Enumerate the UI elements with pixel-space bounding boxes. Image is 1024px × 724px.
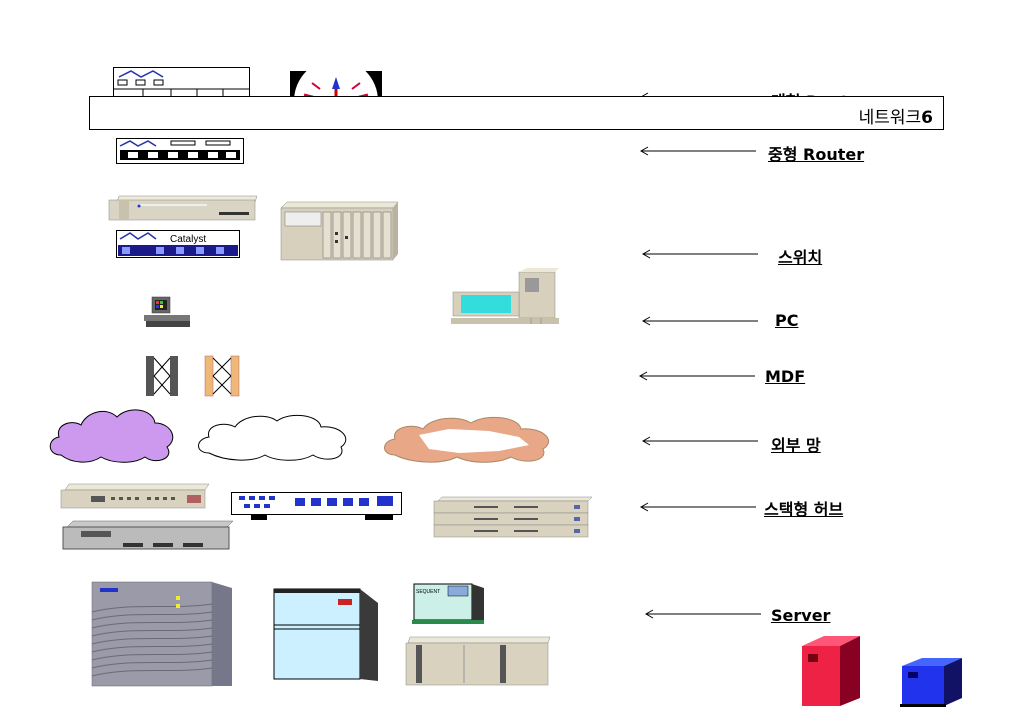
server-beige-icon — [405, 636, 551, 686]
server-small-blue-icon — [900, 658, 962, 707]
arrow-external — [641, 436, 758, 446]
arrow-mid-router — [639, 146, 756, 156]
label-external: 외부 망 — [771, 436, 821, 455]
modular-switch-icon — [280, 201, 399, 261]
arrow-mdf — [638, 371, 755, 381]
catalyst-text: Catalyst — [170, 234, 206, 245]
arrow-pc — [641, 316, 758, 326]
mdf-orange-icon — [204, 355, 240, 397]
page-title: 네트워크6 — [859, 103, 933, 128]
small-pc-icon — [144, 296, 190, 327]
mid-router-icon — [116, 138, 244, 164]
hub-beige-icon — [60, 483, 210, 509]
server-blue-icon — [273, 588, 378, 681]
title-bar: 네트워크6 — [89, 96, 944, 130]
label-mid-router: 중형 Router — [768, 145, 865, 164]
arrow-server — [644, 609, 761, 619]
large-router-icon — [113, 67, 250, 101]
switch-chassis-icon — [108, 195, 258, 221]
server-sequent-icon: SEQUENT — [412, 583, 484, 624]
hub-blue-icon — [231, 492, 402, 520]
arrow-switch — [641, 249, 758, 259]
title-text: 네트워크 — [858, 108, 922, 128]
sequent-text: SEQUENT — [416, 589, 440, 595]
hub-gray-icon — [62, 520, 234, 550]
catalyst-switch-icon: Catalyst — [116, 230, 240, 258]
cloud-white-icon — [198, 414, 347, 461]
label-server: Server — [771, 606, 831, 625]
title-number: 6 — [921, 108, 933, 128]
label-switch: 스위치 — [778, 248, 823, 267]
label-pc: PC — [775, 311, 799, 330]
server-red-icon — [802, 636, 860, 706]
label-stack-hub: 스택형 허브 — [764, 500, 844, 519]
desktop-pc-icon — [451, 268, 559, 324]
cloud-purple-icon — [49, 409, 174, 463]
hub-rack-icon — [433, 496, 593, 538]
mdf-gray-icon — [146, 356, 178, 396]
label-mdf: MDF — [765, 367, 806, 386]
arrow-stack-hub — [639, 502, 756, 512]
cloud-orange-icon — [384, 416, 550, 463]
server-large-gray-icon — [91, 581, 232, 687]
